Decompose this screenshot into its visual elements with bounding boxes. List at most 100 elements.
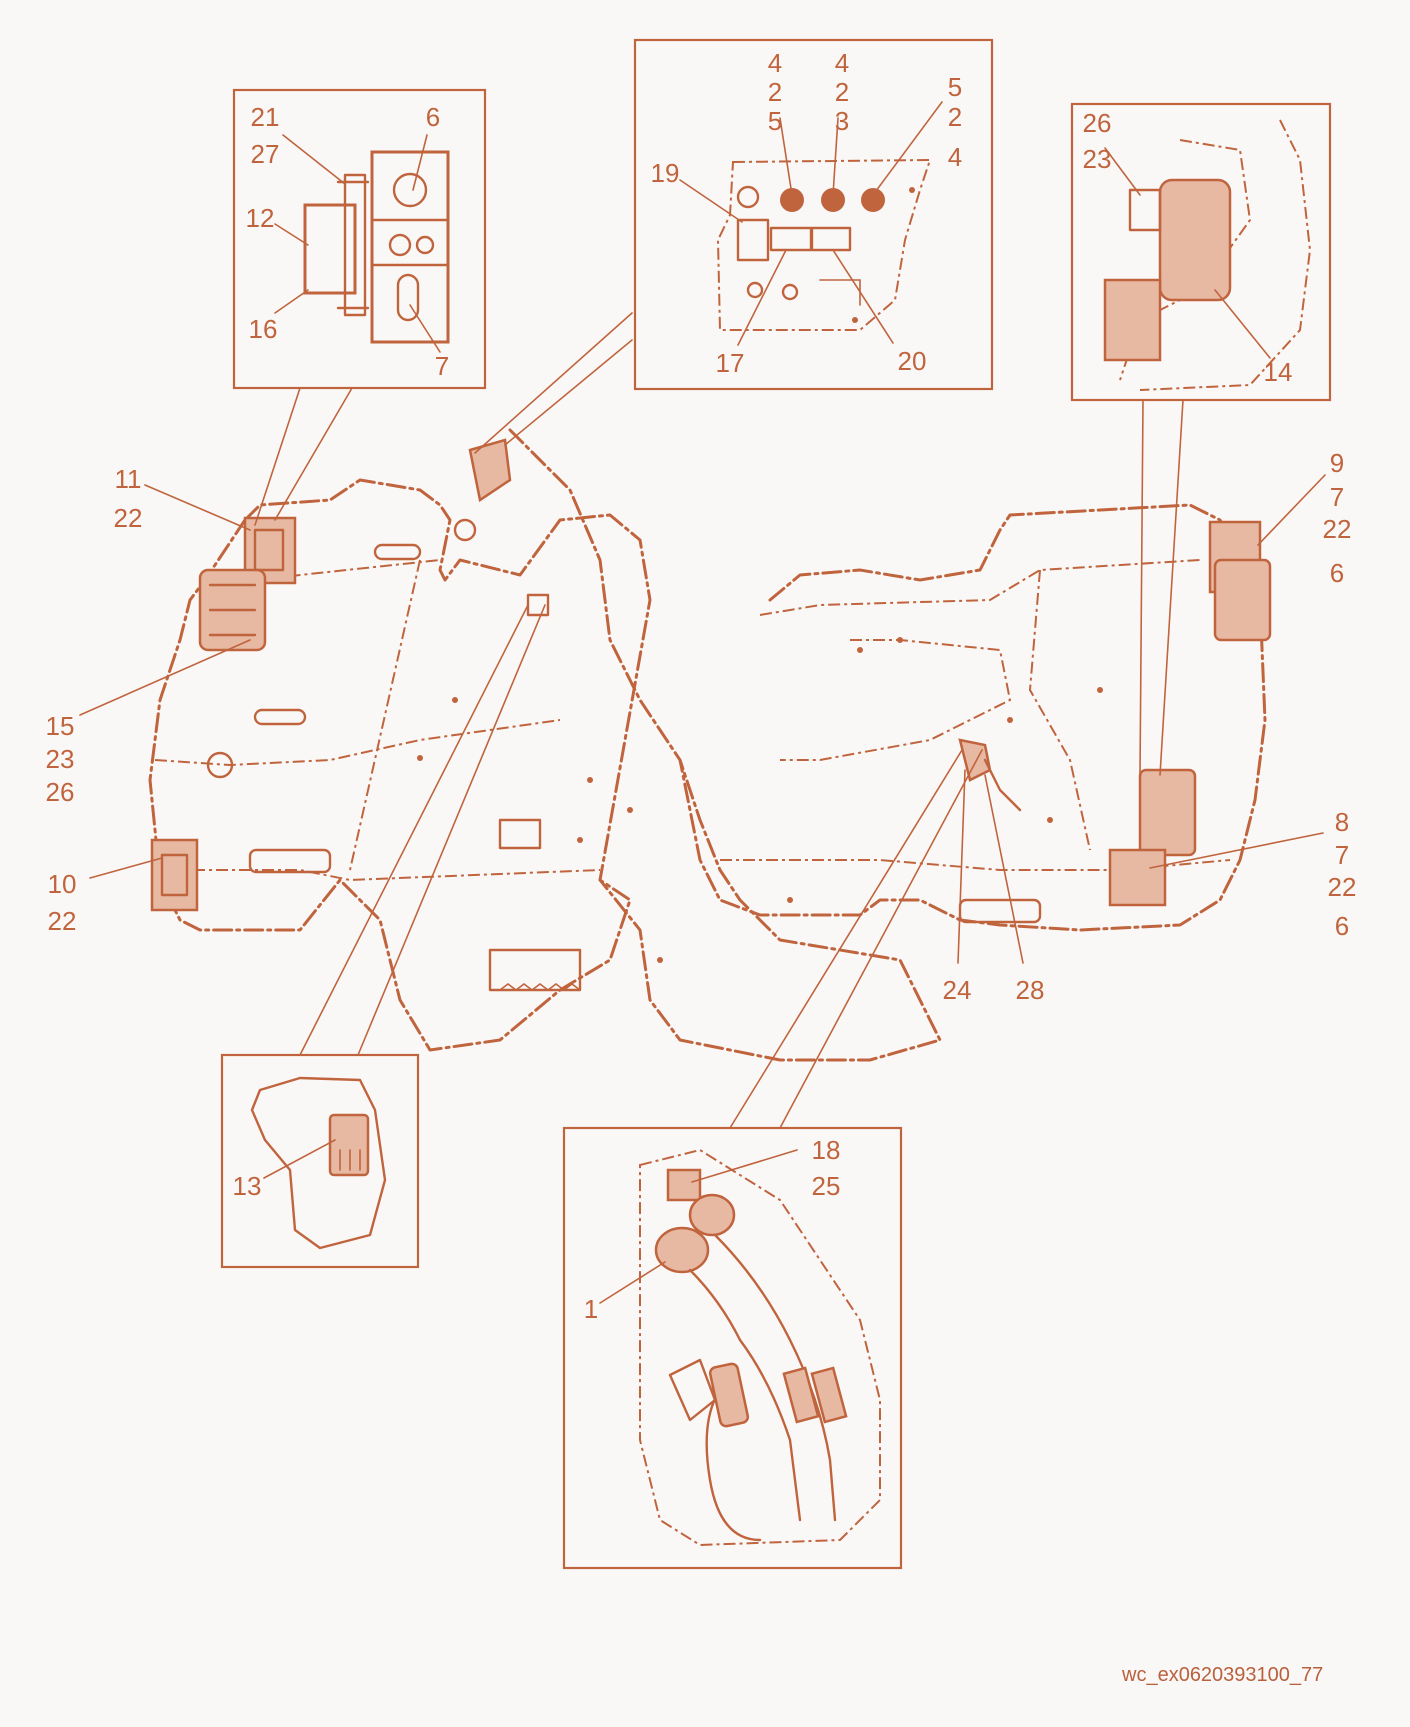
callout-5: 5: [948, 72, 962, 102]
detail-connector-frame: [220, 1053, 420, 1269]
callout-17: 17: [716, 348, 745, 378]
detail-battery-cables: [562, 1126, 903, 1570]
callout-6: 6: [1335, 911, 1349, 941]
detail-switch-panel-frame: [633, 38, 994, 391]
plate-serration: [499, 983, 581, 991]
detail-fuse-box: [232, 88, 487, 390]
center-frame-outline: [508, 428, 942, 1062]
callout-10: 10: [48, 869, 77, 899]
callout-9: 9: [1330, 448, 1344, 478]
handle-left: [248, 848, 332, 874]
round-cutout: [206, 751, 234, 779]
callout-labels: 21 27 12 16 6 7 4 2 5 4 2 3 5 2 4 19 17 …: [46, 48, 1357, 1324]
callout-7: 7: [1335, 840, 1349, 870]
left-frame-mid: [154, 719, 561, 767]
connector-housing-outline: [250, 1076, 387, 1250]
connector-cluster: [468, 438, 512, 503]
right-frame-inner: [759, 559, 1201, 616]
callout-13: 13: [233, 1171, 262, 1201]
work-lamp-14-detail: [1158, 178, 1232, 302]
battery-panel-outline: [639, 1148, 881, 1547]
callout-5: 5: [768, 106, 782, 136]
connector-13: [328, 1113, 370, 1177]
callout-2: 2: [835, 77, 849, 107]
callout-8: 8: [1335, 807, 1349, 837]
main-frame: [148, 428, 1267, 1062]
pivot-hole: [453, 518, 477, 542]
cable-2: [713, 1233, 837, 1522]
terminal-1: [654, 1226, 710, 1274]
callout-24: 24: [943, 975, 972, 1005]
callout-22: 22: [1323, 514, 1352, 544]
plate-lower: [488, 948, 582, 992]
callout-7: 7: [435, 351, 449, 381]
callout-12: 12: [246, 203, 275, 233]
callout-4: 4: [768, 48, 782, 78]
terminal-18: [666, 1168, 702, 1202]
callout-leaders: [79, 101, 1326, 1304]
callout-2: 2: [948, 102, 962, 132]
slot-left-2: [373, 543, 422, 561]
fuse-holder-19: [736, 218, 770, 262]
callout-22: 22: [1328, 872, 1357, 902]
callout-27: 27: [251, 139, 280, 169]
diagram-code: wc_ex0620393100_77: [1121, 1664, 1323, 1686]
callout-26: 26: [1083, 108, 1112, 138]
callout-22: 22: [48, 906, 77, 936]
left-frame-bottom-rail: [170, 869, 601, 882]
bracket: [668, 1358, 717, 1422]
callout-22: 22: [114, 503, 143, 533]
callout-14: 14: [1264, 357, 1293, 387]
connector-20: [810, 226, 852, 252]
detail-switch-panel: [633, 38, 994, 391]
light-8: [1108, 848, 1167, 907]
lamp-connector: [1128, 188, 1162, 232]
callout-4: 4: [948, 142, 962, 172]
cable-loop: [705, 1388, 762, 1542]
callout-3: 3: [835, 106, 849, 136]
callout-11: 11: [115, 464, 142, 494]
callout-23: 23: [1083, 144, 1112, 174]
callout-1: 1: [584, 1294, 598, 1324]
switch-panel-outline: [716, 158, 932, 331]
terminal-2: [688, 1193, 736, 1237]
detail-leaders: [254, 312, 1184, 1129]
light-9-lamp: [1213, 558, 1272, 642]
relay-12: [303, 203, 357, 295]
callout-26: 26: [46, 777, 75, 807]
callout-15: 15: [46, 711, 75, 741]
callout-25: 25: [812, 1171, 841, 1201]
callout-16: 16: [249, 314, 278, 344]
callout-23: 23: [46, 744, 75, 774]
detail-battery-cables-frame: [562, 1126, 903, 1570]
fuse-block: [370, 150, 450, 344]
left-frame-outline: [148, 478, 652, 1052]
bracket-small: [498, 818, 542, 850]
callout-4: 4: [835, 48, 849, 78]
frame-components: [150, 438, 1272, 912]
detail-connector: [220, 1053, 420, 1269]
callout-6: 6: [426, 102, 440, 132]
right-frame-strut: [1028, 569, 1091, 851]
light-10: [150, 838, 199, 912]
detail-work-lamp: [1070, 102, 1332, 402]
lamp-panel-edge: [1139, 119, 1312, 391]
callout-7: 7: [1330, 482, 1344, 512]
right-frame-outline: [678, 503, 1267, 932]
detail-fuse-box-frame: [232, 88, 487, 390]
callout-21: 21: [251, 102, 280, 132]
callout-19: 19: [651, 158, 680, 188]
lamp-bracket-outline: [1119, 139, 1252, 381]
callout-6: 6: [1330, 558, 1344, 588]
slot-left-1: [253, 708, 307, 726]
handle-right: [958, 898, 1042, 924]
callout-28: 28: [1016, 975, 1045, 1005]
work-lamp-14: [1138, 768, 1197, 857]
cable-1: [688, 1268, 802, 1522]
callout-18: 18: [812, 1135, 841, 1165]
callout-2: 2: [768, 77, 782, 107]
left-frame-strut: [349, 559, 421, 871]
callout-20: 20: [898, 346, 927, 376]
